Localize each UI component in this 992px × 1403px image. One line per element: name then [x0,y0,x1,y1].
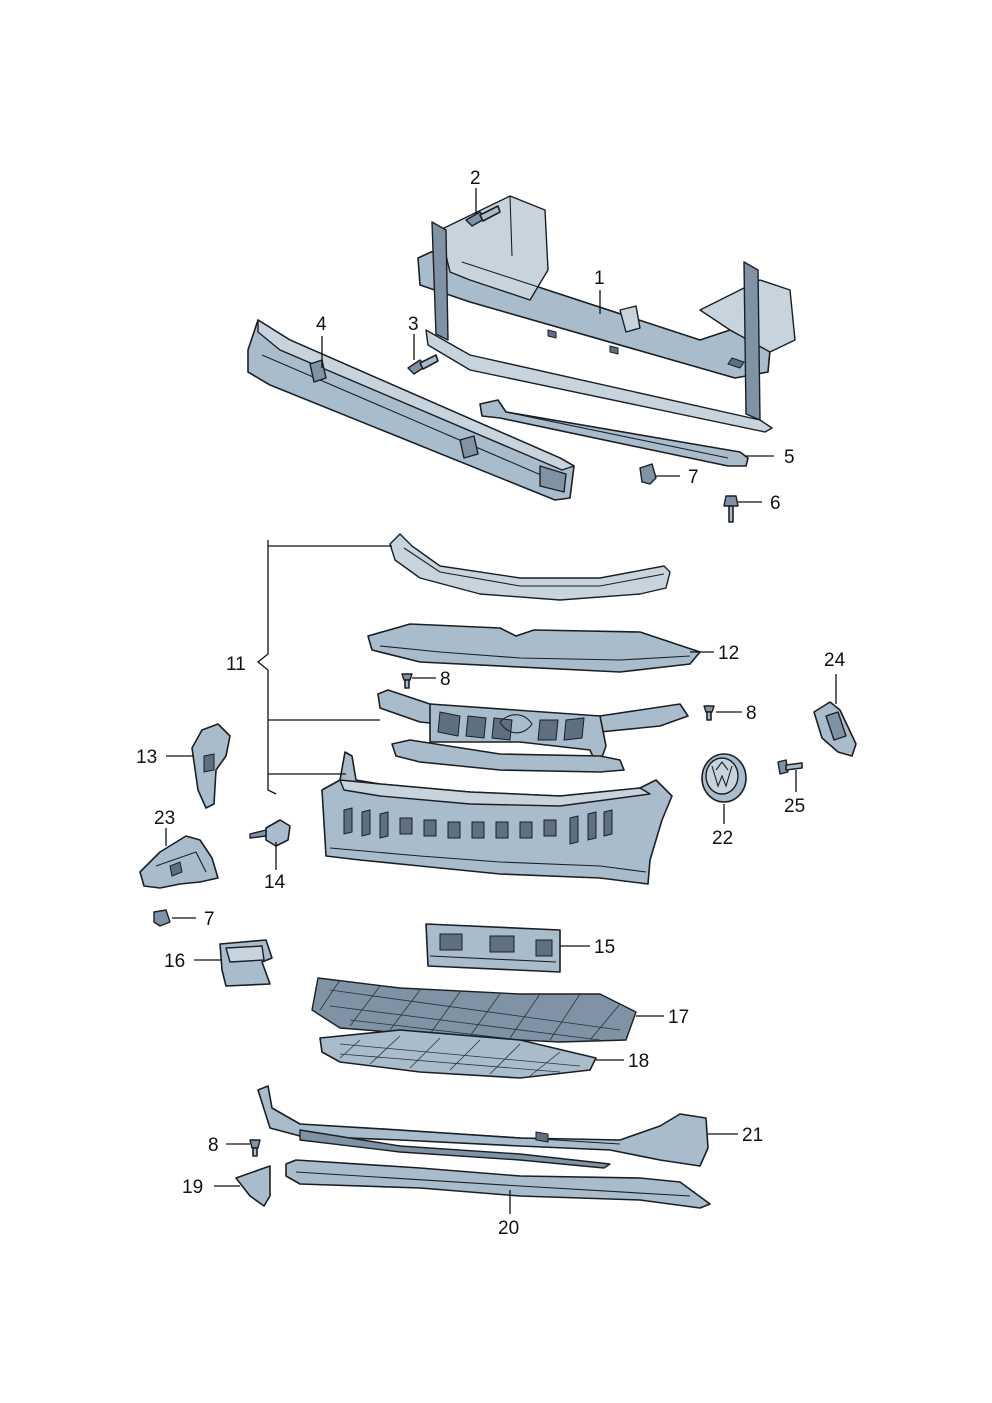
part-16-bracket [219,939,273,987]
label-18: 18 [628,1051,649,1072]
part-24-bracket [813,701,857,757]
part-19-cap [235,1165,271,1207]
label-14: 14 [264,872,286,893]
label-19: 19 [182,1177,203,1198]
part-11-bumper-cover [321,751,673,885]
label-8-a: 8 [440,669,451,690]
part-22-emblem [701,753,747,803]
label-16: 16 [164,951,185,972]
label-4: 4 [316,314,327,335]
part-12-upper-cover [367,623,701,673]
label-7-top: 7 [688,467,699,488]
labels: 2 1 3 4 5 6 7 11 12 8 8 13 24 25 22 23 1… [136,168,846,1239]
part-13-bracket [191,723,231,809]
part-14-holder [249,819,291,847]
part-7-nut-lower [153,909,171,927]
label-3: 3 [408,314,419,335]
part-23-bracket [139,835,219,889]
part-21-diffuser [257,1085,709,1169]
part-2-bolt [465,205,501,227]
label-12: 12 [718,643,739,664]
part-7-nut-top [639,463,657,485]
part-8-clip-b [703,705,715,721]
part-17-lower-grille [311,977,637,1043]
part-1-bumper-carrier [417,195,796,433]
part-6-clip [723,495,739,523]
part-4-impact-bar [247,319,575,501]
part-15-plate-bracket [425,923,561,973]
label-15: 15 [594,937,615,958]
label-25: 25 [784,796,805,817]
label-21: 21 [742,1125,763,1146]
label-24: 24 [824,650,846,671]
label-23: 23 [154,808,175,829]
part-11-grille-frame [377,689,689,773]
part-5-lower-strip [479,399,749,467]
label-20: 20 [498,1218,519,1239]
part-20-spoiler [285,1159,711,1209]
label-8-c: 8 [208,1135,219,1156]
part-18-lower-trim [319,1029,597,1079]
part-25-screw [777,759,803,775]
label-13: 13 [136,747,157,768]
leader-lines [165,188,837,1214]
part-11-upper-trim [389,533,671,601]
label-17: 17 [668,1007,689,1028]
label-11: 11 [226,654,246,675]
label-8-b: 8 [746,703,757,724]
label-2: 2 [470,168,481,189]
part-8-clip-lower [249,1139,261,1157]
label-7-lower: 7 [204,909,215,930]
part-3-bolt [407,354,439,375]
part-8-clip-a [401,673,413,689]
label-22: 22 [712,828,733,849]
label-5: 5 [784,447,795,468]
label-6: 6 [770,493,781,514]
label-1: 1 [594,268,605,289]
